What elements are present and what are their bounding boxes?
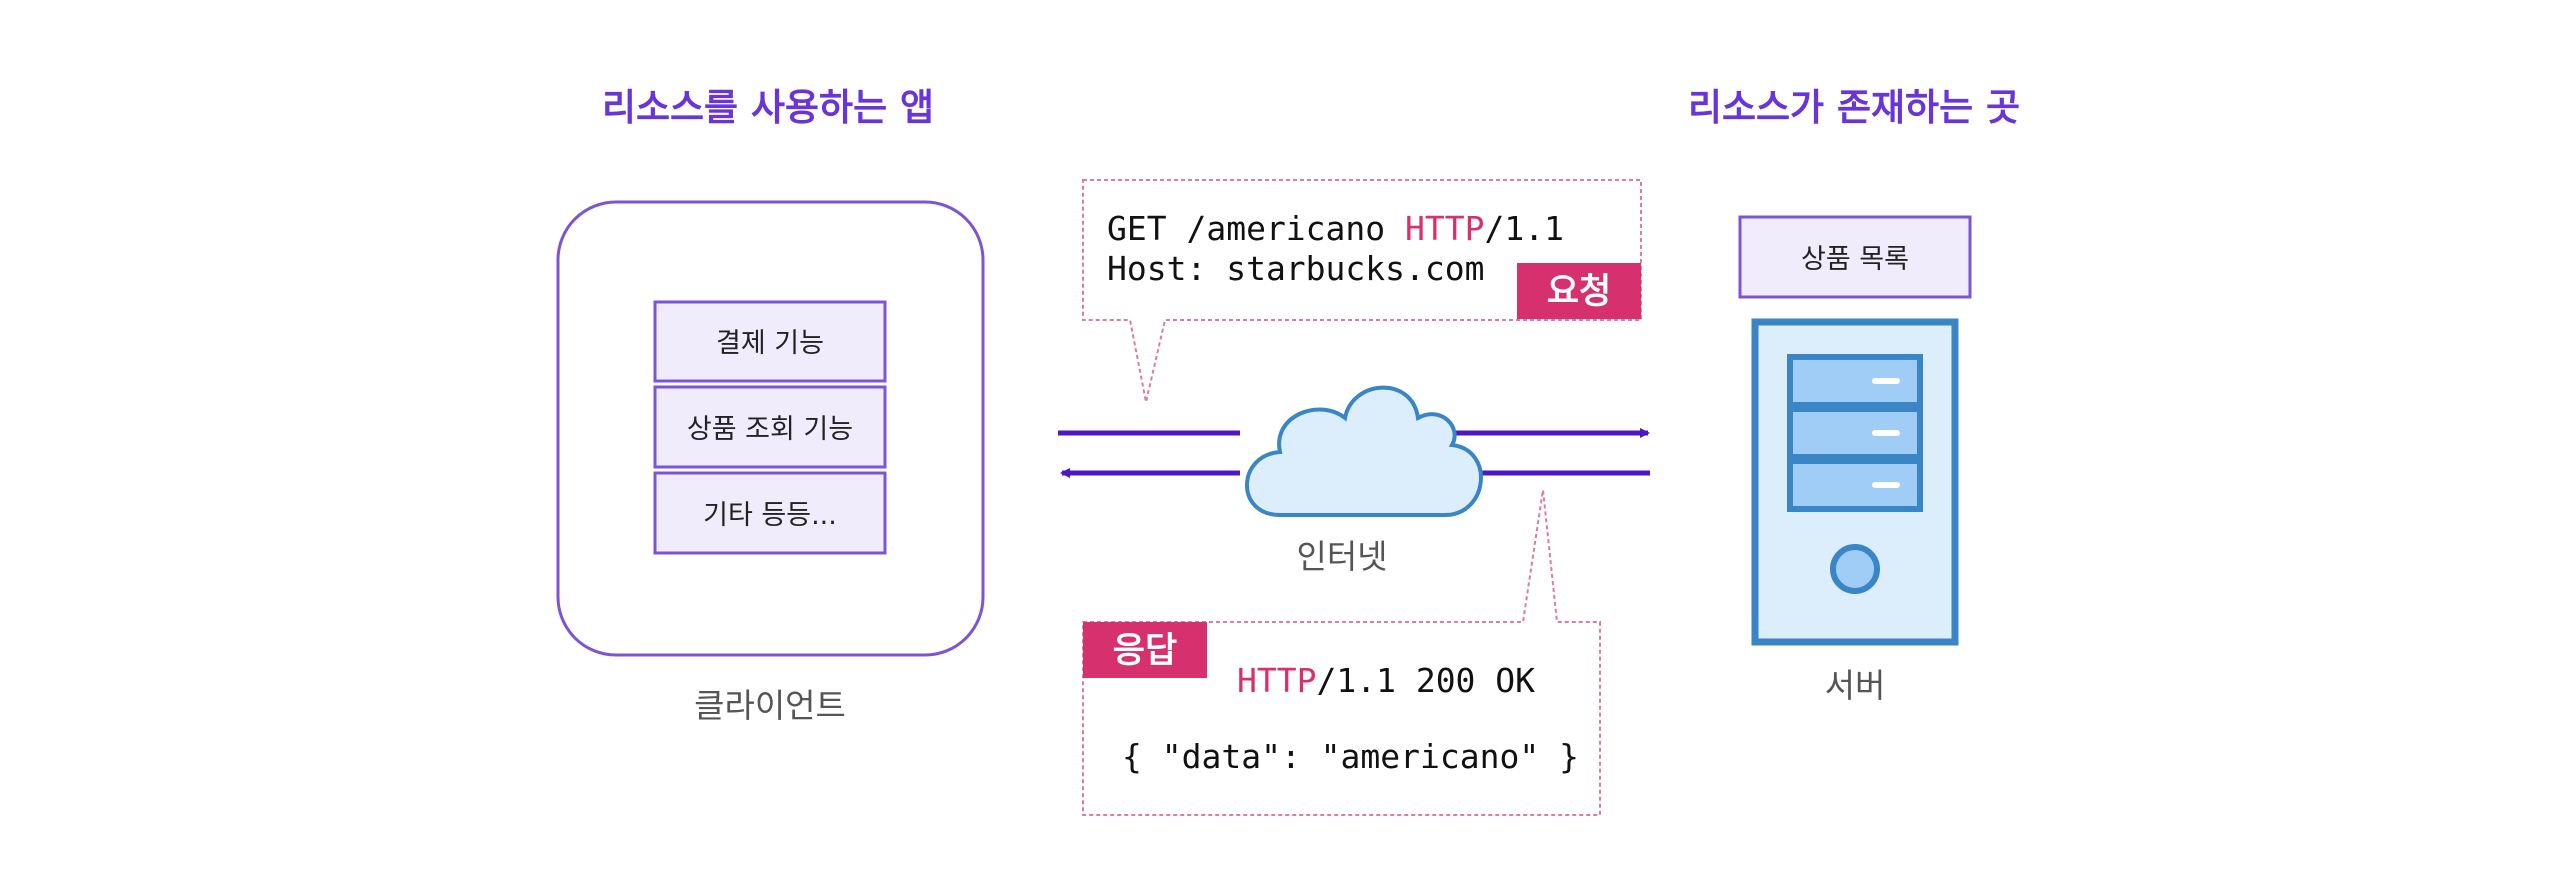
feature-label: 상품 조회 기능 <box>687 414 853 445</box>
feature-label: 기타 등등... <box>703 500 837 531</box>
feature-item-product-lookup: 상품 조회 기능 <box>653 385 887 469</box>
feature-label: 결제 기능 <box>716 328 824 359</box>
product-list-box <box>1738 215 1972 299</box>
request-method-path: GET /americano <box>1107 209 1405 248</box>
request-version: /1.1 <box>1485 209 1564 248</box>
request-protocol: HTTP <box>1405 209 1484 248</box>
response-bubble <box>1082 489 1601 816</box>
client-caption: 클라이언트 <box>694 686 846 725</box>
server-icon <box>1751 318 1959 646</box>
request-line: GET /americano HTTP/1.1 <box>1107 209 1564 248</box>
feature-item-payment: 결제 기능 <box>653 300 887 383</box>
server-caption: 서버 <box>1825 666 1886 705</box>
product-list-label: 상품 목록 <box>1801 244 1909 275</box>
cloud-icon <box>1245 385 1483 517</box>
response-badge-label: 응답 <box>1113 631 1177 671</box>
request-host-line: Host: starbucks.com <box>1107 249 1485 288</box>
response-badge <box>1083 622 1207 678</box>
response-status-line: HTTP/1.1 200 OK <box>1237 661 1535 700</box>
feature-item-etc: 기타 등등... <box>653 471 887 555</box>
response-protocol: HTTP <box>1237 661 1316 700</box>
response-status: /1.1 200 OK <box>1316 661 1535 700</box>
internet-caption: 인터넷 <box>1296 537 1387 576</box>
request-bubble <box>1082 179 1642 403</box>
request-badge-label: 요청 <box>1547 272 1611 312</box>
client-section-heading: 리소스를 사용하는 앱 <box>602 86 934 129</box>
feature-list: 결제 기능 상품 조회 기능 기타 등등... <box>653 300 887 555</box>
response-body-line: { "data": "americano" } <box>1122 737 1579 776</box>
server-section-heading: 리소스가 존재하는 곳 <box>1688 86 2020 129</box>
request-badge <box>1517 263 1641 319</box>
